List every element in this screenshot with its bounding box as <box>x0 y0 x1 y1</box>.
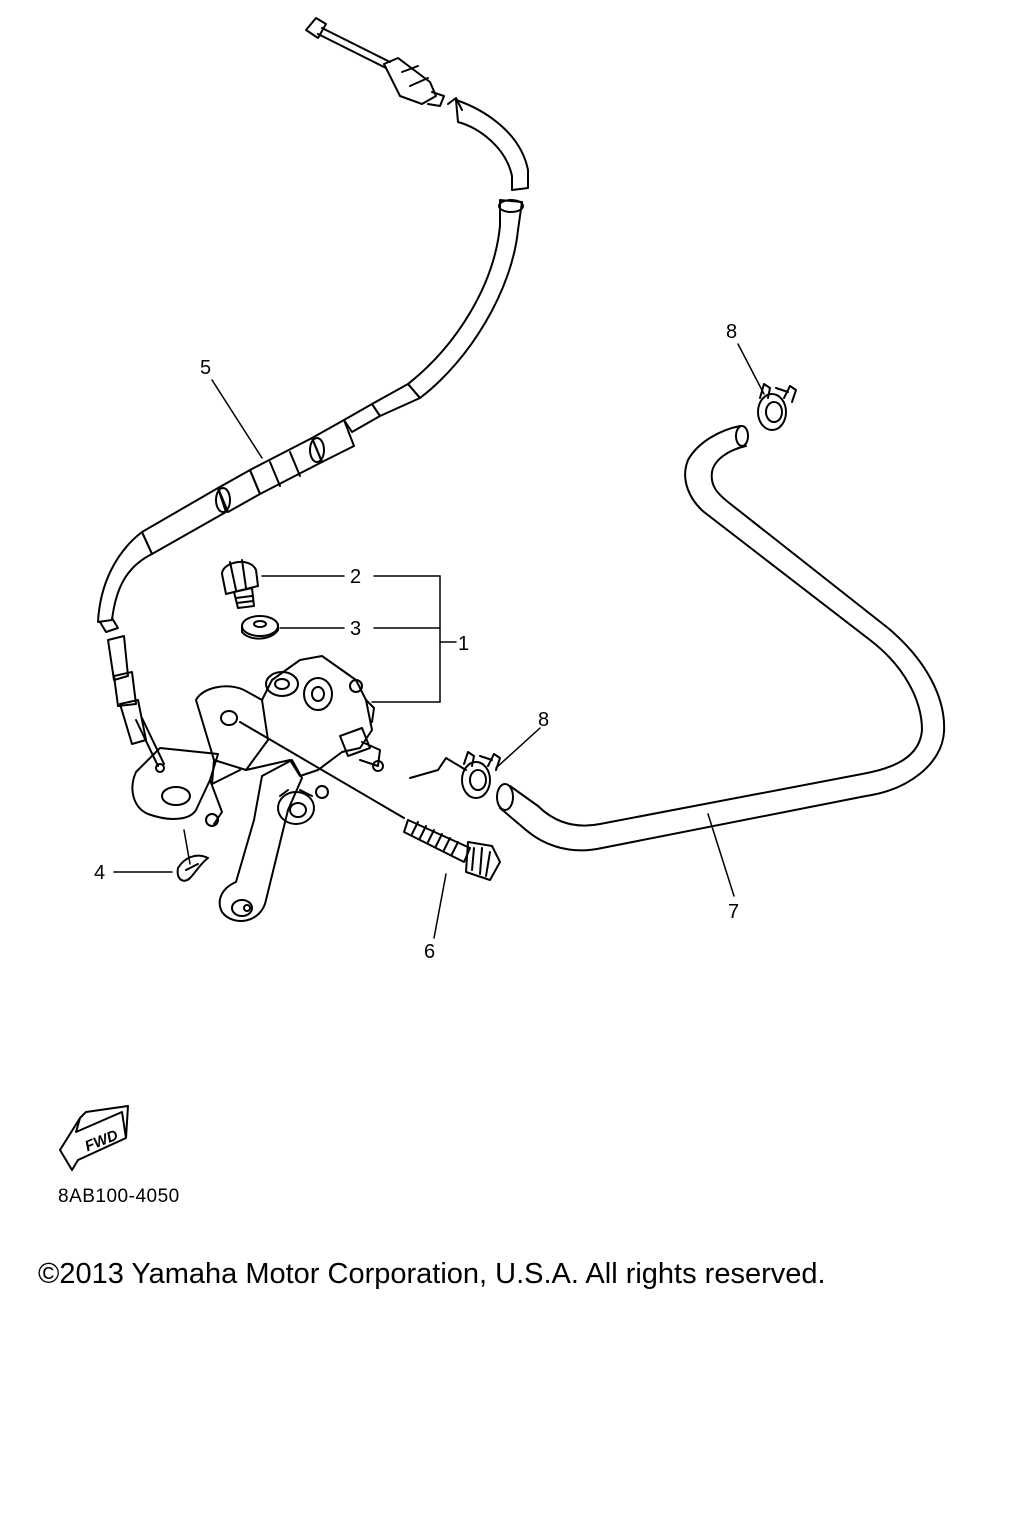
callout-5: 5 <box>200 357 211 379</box>
callout-4: 4 <box>94 862 105 884</box>
diagram-code: 8AB100-4050 <box>58 1186 180 1207</box>
oil-pump-assembly <box>131 655 384 922</box>
callout-1: 1 <box>458 633 469 655</box>
cable-bottom-end <box>113 671 137 707</box>
callout-2: 2 <box>350 566 361 588</box>
cable-top-adjuster <box>383 57 437 105</box>
cable-top-end <box>305 17 327 39</box>
adjusting-screw <box>239 721 501 881</box>
oil-pump-cable <box>97 17 529 773</box>
leader-lines <box>113 343 765 939</box>
cable-lower-sheath <box>97 531 153 623</box>
cable-long-sheath <box>407 199 523 399</box>
pump-lever <box>218 759 303 922</box>
hose-clamp-upper <box>757 383 797 431</box>
callout-6: 6 <box>424 941 435 963</box>
callout-8-lower: 8 <box>538 709 549 731</box>
callout-7: 7 <box>728 901 739 923</box>
pump-housing <box>195 655 373 777</box>
gasket <box>241 615 279 640</box>
callout-3: 3 <box>350 618 361 640</box>
hose-clamp-lower <box>461 751 501 799</box>
oil-hose <box>409 425 946 852</box>
fwd-arrow-icon: FWD <box>59 1105 129 1171</box>
cable-upper-sheath <box>455 99 529 191</box>
pump-bracket <box>131 747 219 820</box>
callout-8-upper: 8 <box>726 321 737 343</box>
clip <box>176 854 209 882</box>
fwd-label: FWD <box>83 1127 121 1156</box>
bolt <box>221 559 259 609</box>
copyright-notice: ©2013 Yamaha Motor Corporation, U.S.A. A… <box>38 1258 826 1290</box>
